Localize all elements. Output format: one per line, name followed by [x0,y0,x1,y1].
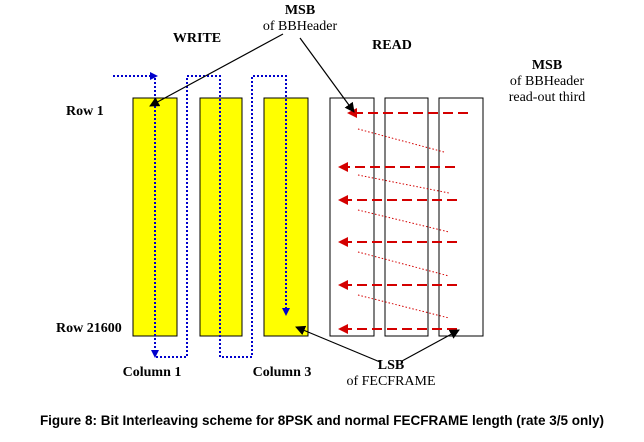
column-3-label: Column 3 [252,365,312,380]
msb-pointer-read [299,37,355,113]
read-column-2 [384,97,429,337]
row-first-label: Row 1 [66,104,104,119]
read-column-3 [438,97,484,337]
write-start-arrowhead [150,72,158,80]
lsb-label-line1: LSB [377,358,405,373]
msb-right-label-line3: read-out third [508,90,586,105]
lsb-pointer-read [401,329,460,362]
read-return-diagonals [357,128,450,319]
write-column-1 [132,97,178,337]
msb-pointer-write [149,33,284,107]
msb-right-label-line1: MSB [531,58,563,73]
lsb-label-line2: of FECFRAME [346,374,436,389]
lsb-pointer-write [295,325,381,363]
msb-top-label-line1: MSB [284,3,316,18]
write-column-1-down-arrowhead [151,350,159,358]
write-heading: WRITE [172,31,222,46]
write-path [113,75,290,358]
read-column-1 [329,97,375,337]
figure-caption: Figure 8: Bit Interleaving scheme for 8P… [39,413,605,428]
msb-right-label-line2: of BBHeader [509,74,585,89]
row-last-label: Row 21600 [56,321,122,336]
column-1-label: Column 1 [122,365,182,380]
read-arrows [338,108,468,334]
read-heading: READ [372,38,412,53]
msb-top-label-line2: of BBHeader [262,19,338,34]
